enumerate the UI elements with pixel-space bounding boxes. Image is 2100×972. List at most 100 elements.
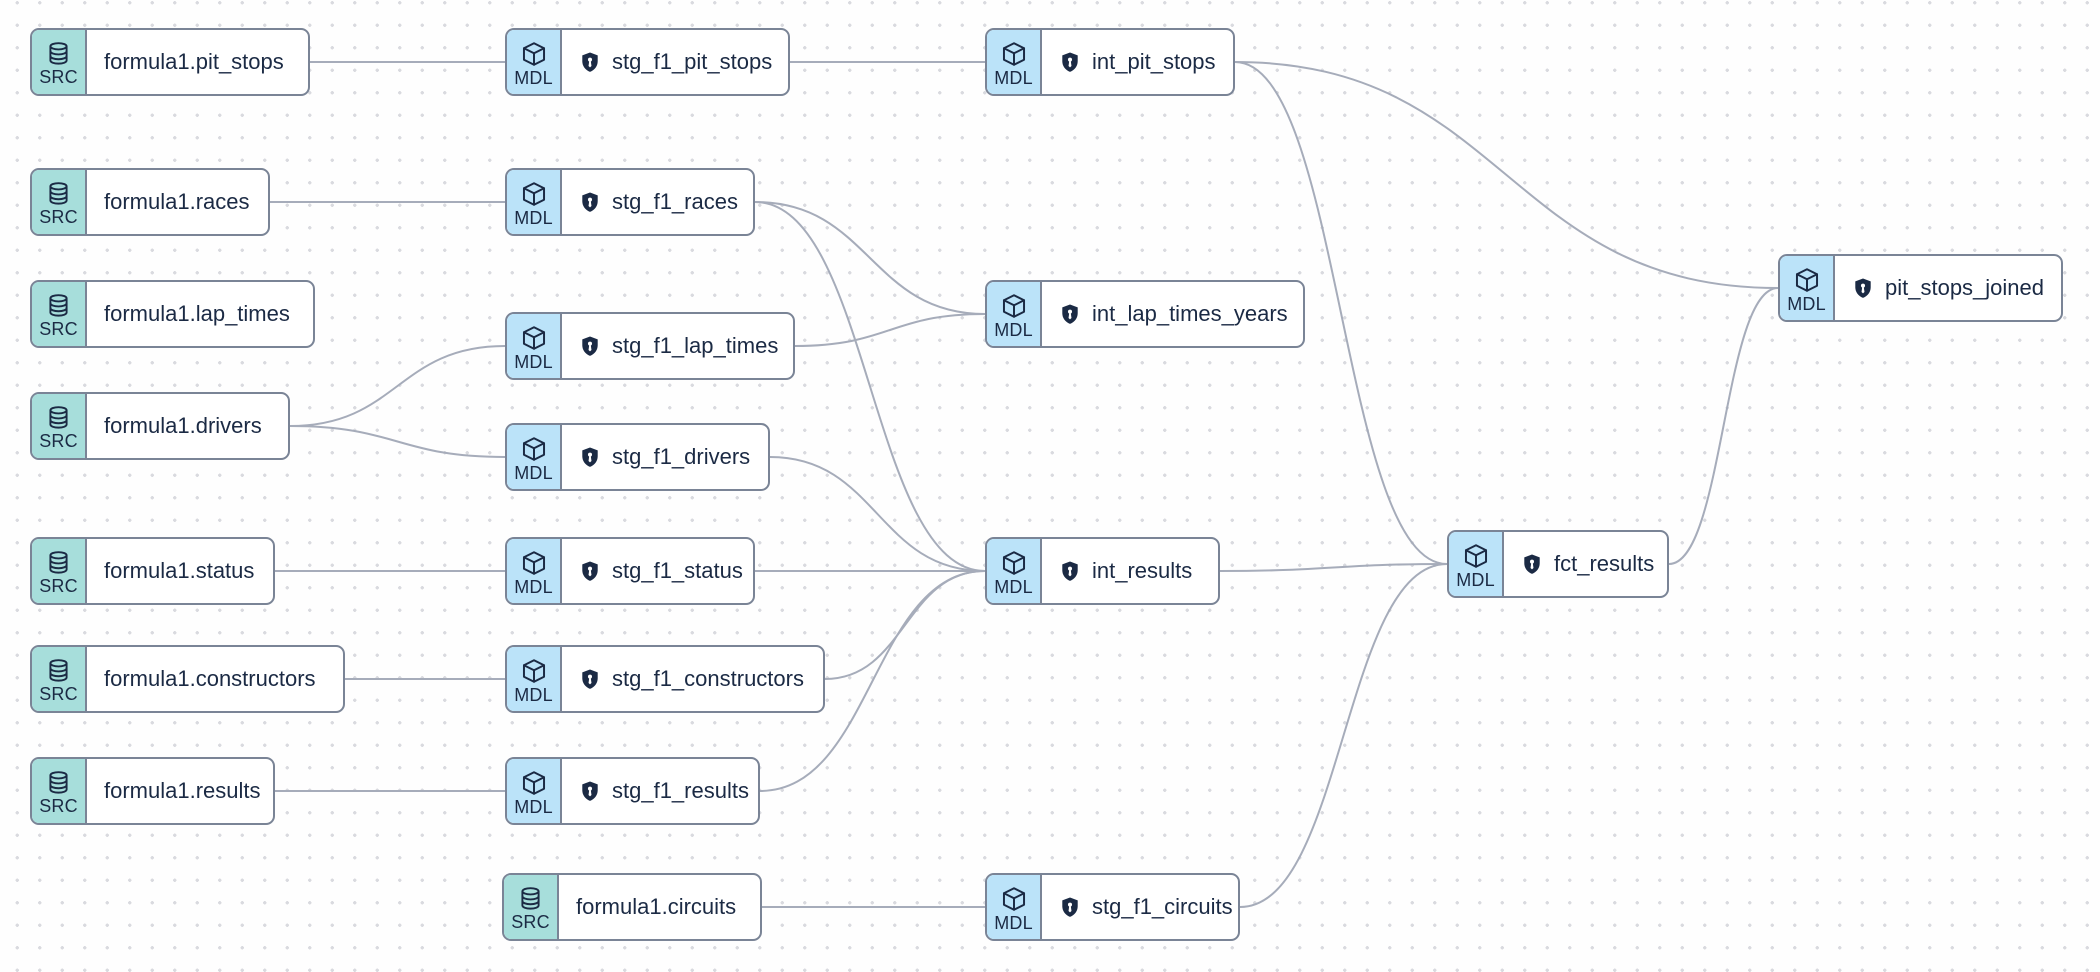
node-stg_f1_lap_times[interactable]: MDL stg_f1_lap_times <box>505 312 795 380</box>
node-body: stg_f1_constructors <box>562 647 826 711</box>
node-body: formula1.lap_times <box>87 282 312 346</box>
node-src_pit_stops[interactable]: SRC formula1.pit_stops <box>30 28 310 96</box>
shield-icon <box>1062 897 1078 917</box>
node-body: formula1.constructors <box>87 647 338 711</box>
cube-icon <box>1464 543 1487 568</box>
database-icon <box>49 182 68 205</box>
database-icon <box>521 887 540 910</box>
cube-icon <box>1002 41 1025 66</box>
cube-icon <box>522 181 545 206</box>
node-body: formula1.races <box>87 170 272 234</box>
edge-stg_f1_races-to-int_results <box>754 201 986 572</box>
node-label: stg_f1_pit_stops <box>612 49 773 74</box>
badge-label: MDL <box>514 796 553 817</box>
model-type-badge: MDL <box>987 282 1042 346</box>
badge-label: MDL <box>514 351 553 372</box>
badge-label: SRC <box>39 67 78 87</box>
node-label: formula1.constructors <box>104 666 316 691</box>
node-label: int_results <box>1092 558 1193 583</box>
node-body: formula1.pit_stops <box>87 30 306 94</box>
node-label: stg_f1_races <box>612 189 738 214</box>
badge-label: SRC <box>39 684 78 704</box>
cube-icon <box>1002 886 1025 911</box>
badge-label: SRC <box>39 431 78 451</box>
database-icon <box>49 42 68 65</box>
source-type-badge: SRC <box>32 282 87 346</box>
node-stg_f1_races[interactable]: MDL stg_f1_races <box>505 168 755 236</box>
shield-icon <box>1855 278 1871 298</box>
node-body: formula1.status <box>87 539 276 603</box>
node-label: formula1.races <box>104 189 250 214</box>
source-type-badge: SRC <box>32 647 87 711</box>
source-type-badge: SRC <box>32 394 87 458</box>
model-type-badge: MDL <box>987 875 1042 939</box>
database-icon <box>49 551 68 574</box>
node-label: int_lap_times_years <box>1092 301 1288 326</box>
node-body: stg_f1_pit_stops <box>562 30 794 94</box>
badge-label: MDL <box>514 576 553 597</box>
cube-icon <box>1002 293 1025 318</box>
cube-icon <box>522 550 545 575</box>
badge-label: SRC <box>39 319 78 339</box>
model-type-badge: MDL <box>507 170 562 234</box>
node-src_constructors[interactable]: SRC formula1.constructors <box>30 645 345 713</box>
badge-label: MDL <box>1787 293 1826 314</box>
node-body: int_results <box>1042 539 1214 603</box>
edge-src_drivers-to-stg_f1_lap_times <box>289 345 506 427</box>
badge-label: MDL <box>514 207 553 228</box>
model-type-badge: MDL <box>507 30 562 94</box>
database-icon <box>49 406 68 429</box>
badge-label: MDL <box>514 684 553 705</box>
cube-icon <box>1795 267 1818 292</box>
node-stg_f1_status[interactable]: MDL stg_f1_status <box>505 537 755 605</box>
badge-label: MDL <box>994 67 1033 88</box>
node-label: stg_f1_drivers <box>612 444 751 469</box>
node-body: int_lap_times_years <box>1042 282 1310 346</box>
badge-label: MDL <box>994 912 1033 933</box>
badge-label: MDL <box>1456 569 1495 590</box>
node-pit_stops_joined[interactable]: MDL pit_stops_joined <box>1778 254 2063 322</box>
node-src_drivers[interactable]: SRC formula1.drivers <box>30 392 290 460</box>
node-body: formula1.drivers <box>87 394 284 458</box>
node-label: stg_f1_status <box>612 558 743 583</box>
cube-icon <box>522 436 545 461</box>
node-body: formula1.results <box>87 759 283 823</box>
node-src_races[interactable]: SRC formula1.races <box>30 168 270 236</box>
node-label: stg_f1_lap_times <box>612 333 779 358</box>
node-label: formula1.drivers <box>104 413 262 438</box>
node-stg_f1_constructors[interactable]: MDL stg_f1_constructors <box>505 645 825 713</box>
edge-stg_f1_drivers-to-int_results <box>769 456 986 572</box>
source-type-badge: SRC <box>32 759 87 823</box>
node-label: pit_stops_joined <box>1885 275 2045 300</box>
edge-stg_f1_races-to-int_lap_times_years <box>754 201 986 315</box>
cube-icon <box>522 658 545 683</box>
model-type-badge: MDL <box>1449 532 1504 596</box>
shield-icon <box>582 336 598 356</box>
node-int_lap_times_years[interactable]: MDL int_lap_times_years <box>985 280 1305 348</box>
cube-icon <box>522 770 545 795</box>
badge-label: SRC <box>39 796 78 816</box>
node-label: formula1.status <box>104 558 255 583</box>
node-src_lap_times[interactable]: SRC formula1.lap_times <box>30 280 315 348</box>
edge-int_results-to-fct_results <box>1219 563 1448 572</box>
node-label: formula1.pit_stops <box>104 49 284 74</box>
node-stg_f1_pit_stops[interactable]: MDL stg_f1_pit_stops <box>505 28 790 96</box>
badge-label: MDL <box>994 319 1033 340</box>
node-body: stg_f1_results <box>562 759 771 823</box>
shield-icon <box>582 447 598 467</box>
node-body: stg_f1_races <box>562 170 760 234</box>
source-type-badge: SRC <box>32 30 87 94</box>
shield-icon <box>582 192 598 212</box>
shield-icon <box>1062 304 1078 324</box>
source-type-badge: SRC <box>32 170 87 234</box>
